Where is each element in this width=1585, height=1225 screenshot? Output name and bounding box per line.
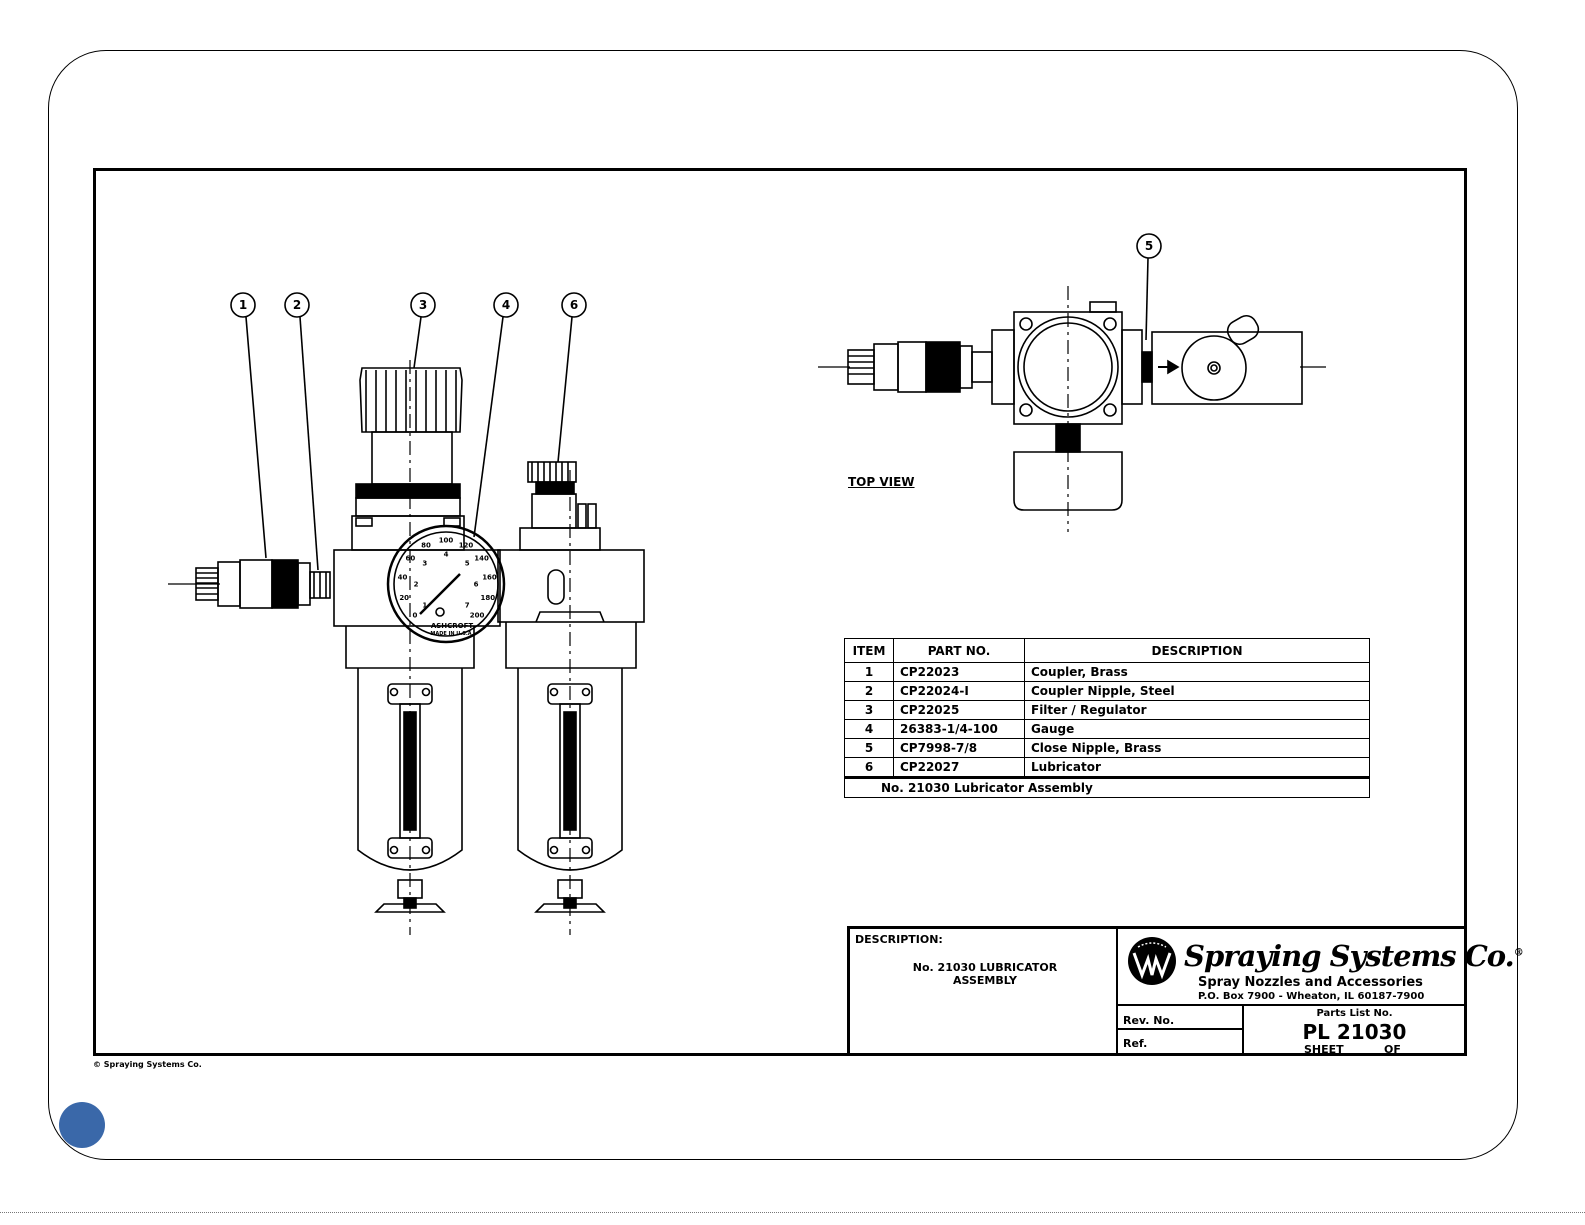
description-label: DESCRIPTION: — [855, 933, 943, 946]
gauge-inner-tick-label: 2 — [414, 581, 419, 589]
header-item: ITEM — [844, 638, 894, 663]
parts-list-label: Parts List No. — [1316, 1008, 1393, 1019]
gauge-outer-tick-label: 40 — [398, 574, 408, 582]
gauge-outer-tick-label: 200 — [470, 612, 485, 620]
row-item: 6 — [844, 757, 894, 778]
callout-5-label: 5 — [1145, 239, 1153, 253]
row-description: Filter / Regulator — [1024, 700, 1370, 720]
callout-1 — [230, 292, 267, 559]
callout-5 — [1136, 233, 1162, 341]
gauge-outer-tick-label: 140 — [474, 555, 489, 563]
parts-table-header: ITEM PART NO. DESCRIPTION — [844, 638, 1370, 663]
top-view-label: TOP VIEW — [848, 475, 915, 489]
gauge-inner-tick-label: 3 — [422, 559, 427, 567]
row-item: 4 — [844, 719, 894, 739]
table-row: 3 CP22025 Filter / Regulator — [844, 700, 1370, 720]
callout-4-label: 4 — [502, 298, 510, 312]
gauge-outer-tick-label: 180 — [480, 594, 495, 602]
filter-regulator — [333, 367, 501, 913]
gauge-inner-tick-label: 4 — [444, 551, 449, 559]
gauge-outer-tick-label: 80 — [421, 541, 431, 549]
company-tagline: Spray Nozzles and Accessories — [1198, 975, 1423, 990]
description-line-2: ASSEMBLY — [953, 974, 1017, 987]
row-part-no: CP22023 — [893, 662, 1025, 682]
copyright-notice: © Spraying Systems Co. — [93, 1060, 202, 1069]
top-view-drawing — [818, 286, 1326, 532]
registered-mark: ® — [1513, 947, 1524, 959]
callout-4 — [473, 292, 519, 538]
callout-6 — [557, 292, 587, 463]
table-row: 5 CP7998-7/8 Close Nipple, Brass — [844, 738, 1370, 758]
slide-frame — [48, 50, 1518, 1160]
spraying-systems-logo-icon — [1128, 937, 1176, 985]
row-description: Coupler Nipple, Steel — [1024, 681, 1370, 701]
description-line-1: No. 21030 LUBRICATOR — [912, 961, 1058, 974]
assembly-name: No. 21030 Lubricator Assembly — [844, 776, 1370, 798]
callout-2 — [284, 292, 319, 571]
gauge-outer-tick-label: 60 — [406, 555, 416, 563]
row-part-no: CP22024-I — [893, 681, 1025, 701]
row-part-no: CP22027 — [893, 757, 1025, 778]
page-bottom-divider — [0, 1212, 1585, 1213]
parts-list-block: Parts List No. PL 21030 SHEET OF — [1244, 1006, 1465, 1056]
row-part-no: CP22025 — [893, 700, 1025, 720]
gauge-brand: ASHCROFT — [431, 622, 474, 630]
row-part-no: CP7998-7/8 — [893, 738, 1025, 758]
table-row: 2 CP22024-I Coupler Nipple, Steel — [844, 681, 1370, 701]
row-item: 3 — [844, 700, 894, 720]
gauge-inner-scale: 1 2 3 4 5 6 7 — [414, 551, 479, 610]
gauge-inner-tick-label: 7 — [465, 602, 470, 610]
callout-3 — [410, 292, 436, 369]
drawing-sheet-border — [93, 168, 1467, 1056]
callout-6-label: 6 — [570, 298, 578, 312]
header-part-no: PART NO. — [893, 638, 1025, 663]
ref-label: Ref. — [1118, 1030, 1244, 1055]
row-description: Close Nipple, Brass — [1024, 738, 1370, 758]
slide-marker-dot — [59, 1102, 105, 1148]
gauge-outer-tick-label: 20 — [399, 594, 409, 602]
lubricator — [497, 461, 645, 913]
of-label: OF — [1384, 1043, 1401, 1056]
row-item: 1 — [844, 662, 894, 682]
gauge-origin: MADE IN U.S.A. — [430, 631, 473, 637]
description-text: No. 21030 LUBRICATOR ASSEMBLY — [890, 961, 1080, 987]
parts-table: ITEM PART NO. DESCRIPTION 1 CP22023 Coup… — [844, 638, 1370, 798]
row-part-no: 26383-1/4-100 — [893, 719, 1025, 739]
gauge-outer-tick-label: 100 — [439, 537, 454, 545]
gauge-inner-tick-label: 1 — [422, 602, 427, 610]
company-address: P.O. Box 7900 - Wheaton, IL 60187-7900 — [1198, 991, 1425, 1002]
table-row: 4 26383-1/4-100 Gauge — [844, 719, 1370, 739]
table-row: 1 CP22023 Coupler, Brass — [844, 662, 1370, 682]
callout-1-label: 1 — [239, 298, 247, 312]
title-block-description: DESCRIPTION: No. 21030 LUBRICATOR ASSEMB… — [850, 929, 1118, 1055]
row-description: Coupler, Brass — [1024, 662, 1370, 682]
coupler-nipple-steel — [309, 571, 331, 599]
table-row: 6 CP22027 Lubricator — [844, 757, 1370, 778]
gauge-outer-tick-label: 0 — [412, 612, 417, 620]
gauge-outer-tick-label: 120 — [459, 541, 474, 549]
row-description: Lubricator — [1024, 757, 1370, 778]
gauge-inner-tick-label: 6 — [474, 581, 479, 589]
rev-no-label: Rev. No. — [1118, 1006, 1244, 1030]
company-block: Spraying Systems Co.® Spray Nozzles and … — [1118, 929, 1524, 1006]
row-description: Gauge — [1024, 719, 1370, 739]
parts-list-number: PL 21030 — [1302, 1020, 1407, 1044]
coupler-brass — [195, 559, 311, 609]
gauge-outer-tick-label: 160 — [482, 574, 497, 582]
callout-3-label: 3 — [419, 298, 427, 312]
row-item: 2 — [844, 681, 894, 701]
row-item: 5 — [844, 738, 894, 758]
header-description: DESCRIPTION — [1024, 638, 1370, 663]
sheet-label: SHEET — [1304, 1043, 1344, 1056]
title-block: DESCRIPTION: No. 21030 LUBRICATOR ASSEMB… — [847, 926, 1524, 1056]
company-name: Spraying Systems Co.® — [1184, 939, 1524, 973]
assembly-row: No. 21030 Lubricator Assembly — [844, 776, 1370, 798]
callout-2-label: 2 — [293, 298, 301, 312]
gauge-inner-tick-label: 5 — [465, 559, 470, 567]
